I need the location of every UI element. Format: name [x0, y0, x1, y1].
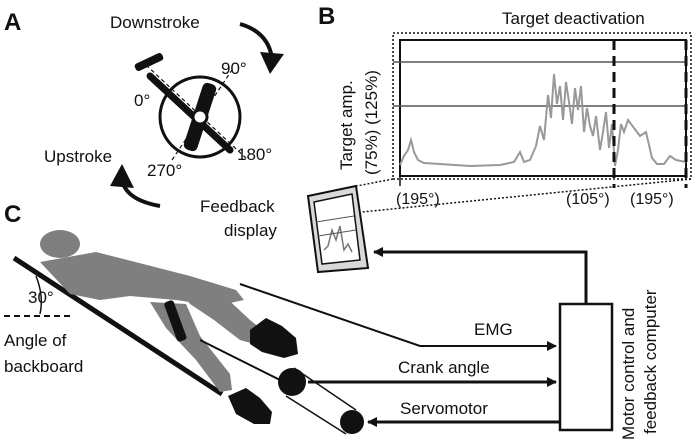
- angle-180-label: 180°: [237, 145, 272, 164]
- belt-top: [293, 367, 357, 411]
- subject-leg-lower: [150, 302, 232, 392]
- downstroke-label: Downstroke: [110, 13, 200, 32]
- emg-trace: [399, 73, 687, 168]
- emg-label: EMG: [474, 320, 513, 339]
- upstroke-label: Upstroke: [44, 147, 112, 166]
- crank-diagram: [134, 53, 249, 161]
- crank-axis-dashed: [145, 64, 249, 161]
- subject-figure: [12, 230, 364, 435]
- subject-thigh-upper: [176, 286, 270, 346]
- emg-arrow: [239, 283, 557, 351]
- subject-foot-lower: [228, 388, 272, 424]
- servomotor-wheel: [340, 410, 364, 434]
- angle-of-backboard-line2: backboard: [4, 357, 83, 376]
- ylabel-line1: Target amp.: [337, 80, 356, 170]
- subject-head: [40, 230, 80, 258]
- tick-label-195-left: (195°): [396, 191, 440, 208]
- target-deactivation-label: Target deactivation: [502, 9, 645, 28]
- ylabel-line2: (75%) (125%): [362, 70, 381, 175]
- crank-circle: [158, 75, 242, 159]
- upstroke-arrowhead: [110, 164, 134, 188]
- belt-bottom: [285, 395, 347, 435]
- backboard-angle-value: 30°: [28, 288, 54, 307]
- tick-label-195-right: (195°): [630, 191, 674, 208]
- panel-b-letter: B: [318, 3, 335, 30]
- subject-foot-upper: [250, 318, 298, 358]
- chart-plot-frame: [399, 39, 687, 177]
- feedback-label-line1: Feedback: [200, 197, 275, 216]
- crank-wheel: [278, 368, 306, 396]
- computer-label-line2: feedback computer: [641, 289, 660, 434]
- angle-0-label: 0°: [134, 91, 150, 110]
- display-arrow: [373, 247, 588, 304]
- angle-270-label: 270°: [147, 161, 182, 180]
- angle-of-backboard-line1: Angle of: [4, 331, 67, 350]
- feedback-display-monitor: [306, 184, 370, 274]
- handle: [164, 300, 187, 342]
- pedal-top: [134, 53, 164, 71]
- angle-arc: [35, 275, 43, 315]
- crank-angle-label: Crank angle: [398, 358, 490, 377]
- chart-dotted-frame: [392, 32, 692, 180]
- computer-label-line1: Motor control and: [619, 308, 638, 440]
- zoom-line-2: [361, 178, 692, 213]
- crank-hub: [191, 108, 209, 126]
- angle-90-label: 90°: [221, 59, 247, 78]
- backboard: [12, 255, 224, 397]
- tick-label-105: (105°): [566, 191, 610, 208]
- panel-a-letter: A: [4, 9, 21, 36]
- crank-arm: [146, 72, 234, 154]
- servomotor-label: Servomotor: [400, 399, 488, 418]
- panel-c-letter: C: [4, 201, 21, 228]
- feedback-label-line2: display: [224, 221, 277, 240]
- computer-box: [558, 302, 614, 432]
- downstroke-arrowhead: [260, 52, 284, 74]
